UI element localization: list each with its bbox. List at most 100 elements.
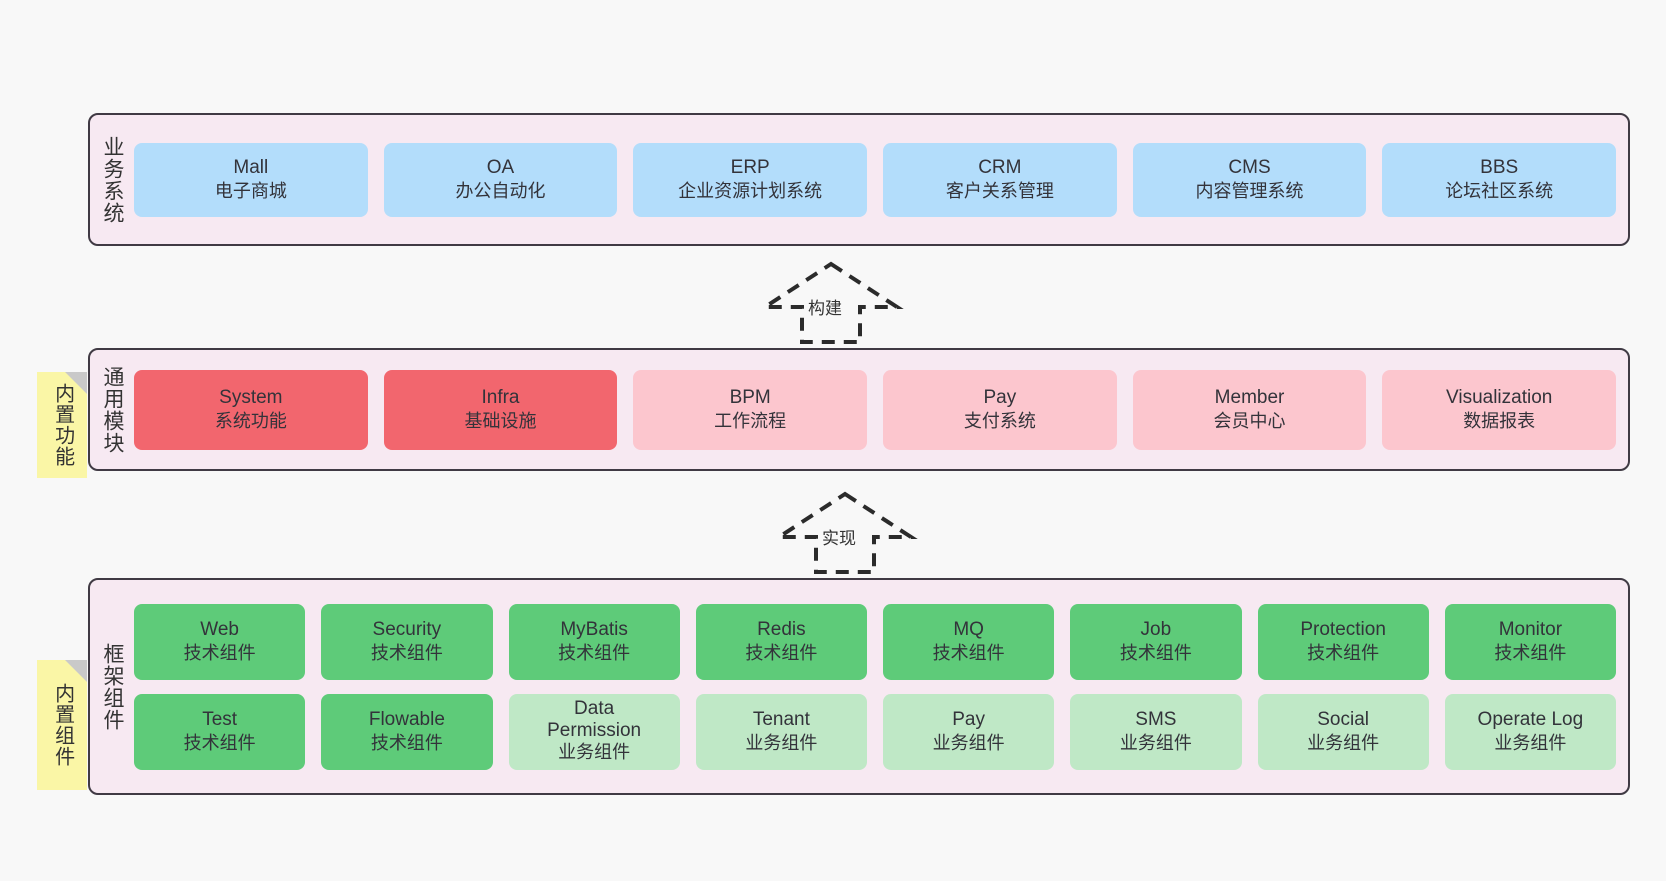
- card-title: Operate Log: [1477, 709, 1584, 731]
- connector-implement-label: 实现: [822, 529, 856, 548]
- connector-build-label: 构建: [808, 299, 842, 318]
- card-title: Monitor: [1498, 619, 1563, 641]
- card-title: ERP: [730, 157, 770, 179]
- card-title: CMS: [1228, 157, 1271, 179]
- note-fold-corner-icon: [65, 372, 87, 394]
- card-title: Web: [200, 619, 239, 641]
- card-erp[interactable]: ERP 企业资源计划系统: [633, 142, 868, 217]
- card-security[interactable]: Security 技术组件: [321, 603, 493, 680]
- card-row: Web 技术组件 Security 技术组件 MyBatis 技术组件 Redi…: [134, 603, 1616, 680]
- card-social[interactable]: Social 业务组件: [1257, 693, 1429, 770]
- card-protection[interactable]: Protection 技术组件: [1257, 603, 1429, 680]
- card-title: Flowable: [368, 709, 445, 731]
- card-subtitle: 技术组件: [1494, 643, 1567, 664]
- card-job[interactable]: Job 技术组件: [1070, 603, 1242, 680]
- layer-body-framework-component: Web 技术组件 Security 技术组件 MyBatis 技术组件 Redi…: [134, 580, 1628, 793]
- layer-business-system[interactable]: 业务系统 Mall 电子商城 OA 办公自动化 ERP 企业资源计划系统 CRM…: [88, 113, 1630, 246]
- layer-title-business-system: 业务系统: [100, 135, 124, 224]
- card-title: Test: [202, 709, 238, 731]
- card-subtitle: 业务组件: [745, 733, 818, 754]
- card-tenant[interactable]: Tenant 业务组件: [695, 693, 867, 770]
- card-subtitle: 客户关系管理: [945, 181, 1054, 202]
- layer-title-framework-component: 框架组件: [100, 642, 124, 731]
- card-title: Infra: [481, 387, 520, 409]
- card-mybatis[interactable]: MyBatis 技术组件: [508, 603, 680, 680]
- card-bbs[interactable]: BBS 论坛社区系统: [1382, 142, 1617, 217]
- card-infra[interactable]: Infra 基础设施: [383, 369, 618, 450]
- card-subtitle: 支付系统: [963, 411, 1036, 432]
- card-subtitle: 技术组件: [1119, 643, 1192, 664]
- card-title: MyBatis: [560, 619, 628, 641]
- card-system[interactable]: System 系统功能: [134, 369, 368, 450]
- card-subtitle: 办公自动化: [455, 181, 546, 202]
- card-subtitle: 技术组件: [932, 643, 1005, 664]
- card-title: Security: [372, 619, 442, 641]
- card-title: BBS: [1480, 157, 1519, 179]
- card-subtitle: 技术组件: [558, 643, 631, 664]
- card-row: Test 技术组件 Flowable 技术组件 Data Permission …: [134, 693, 1616, 770]
- card-sms[interactable]: SMS 业务组件: [1070, 693, 1242, 770]
- card-title: MQ: [953, 619, 984, 641]
- card-title: Redis: [757, 619, 806, 641]
- card-subtitle: 论坛社区系统: [1445, 181, 1554, 202]
- layer-body-business-system: Mall 电子商城 OA 办公自动化 ERP 企业资源计划系统 CRM 客户关系…: [134, 115, 1628, 244]
- card-title: CRM: [978, 157, 1022, 179]
- card-member[interactable]: Member 会员中心: [1132, 369, 1367, 450]
- card-subtitle: 技术组件: [183, 733, 256, 754]
- note-fold-corner-icon: [65, 660, 87, 682]
- card-subtitle: 基础设施: [464, 411, 537, 432]
- card-title: Visualization: [1446, 387, 1553, 409]
- card-subtitle: 技术组件: [370, 643, 443, 664]
- card-mall[interactable]: Mall 电子商城: [134, 142, 368, 217]
- card-row: Mall 电子商城 OA 办公自动化 ERP 企业资源计划系统 CRM 客户关系…: [134, 142, 1617, 217]
- connector-build: 构建: [756, 258, 906, 344]
- connector-implement: 实现: [770, 488, 920, 574]
- sticky-note-builtin-component: 内置组件: [37, 660, 87, 790]
- card-subtitle: 业务组件: [1119, 733, 1192, 754]
- card-subtitle: 企业资源计划系统: [678, 181, 823, 202]
- card-subtitle: 电子商城: [214, 181, 287, 202]
- layer-common-module[interactable]: 通用模块 System 系统功能 Infra 基础设施 BPM 工作流程 Pay…: [88, 348, 1630, 471]
- card-monitor[interactable]: Monitor 技术组件: [1444, 603, 1616, 680]
- card-pay-component[interactable]: Pay 业务组件: [883, 693, 1055, 770]
- card-cms[interactable]: CMS 内容管理系统: [1132, 142, 1367, 217]
- card-title: Data Permission: [547, 698, 642, 741]
- card-subtitle: 技术组件: [183, 643, 256, 664]
- card-subtitle: 技术组件: [370, 733, 443, 754]
- sticky-note-label: 内置功能: [51, 383, 74, 467]
- card-oa[interactable]: OA 办公自动化: [383, 142, 618, 217]
- card-subtitle: 内容管理系统: [1195, 181, 1304, 202]
- card-title: System: [219, 387, 283, 409]
- card-subtitle: 技术组件: [745, 643, 818, 664]
- sticky-note-label: 内置组件: [51, 683, 74, 767]
- card-title: Social: [1317, 709, 1369, 731]
- card-title: Protection: [1300, 619, 1386, 641]
- card-subtitle: 业务组件: [558, 741, 631, 762]
- card-title: Job: [1140, 619, 1172, 641]
- card-redis[interactable]: Redis 技术组件: [695, 603, 867, 680]
- card-flowable[interactable]: Flowable 技术组件: [321, 693, 493, 770]
- card-subtitle: 业务组件: [1307, 733, 1380, 754]
- card-subtitle: 技术组件: [1307, 643, 1380, 664]
- card-visualization[interactable]: Visualization 数据报表: [1382, 369, 1617, 450]
- card-title: Mall: [233, 157, 269, 179]
- card-title: Pay: [983, 387, 1017, 409]
- card-subtitle: 业务组件: [1494, 733, 1567, 754]
- card-title: Tenant: [752, 709, 810, 731]
- card-web[interactable]: Web 技术组件: [134, 603, 306, 680]
- card-crm[interactable]: CRM 客户关系管理: [883, 142, 1117, 217]
- card-subtitle: 会员中心: [1213, 411, 1286, 432]
- card-mq[interactable]: MQ 技术组件: [883, 603, 1055, 680]
- card-test[interactable]: Test 技术组件: [134, 693, 306, 770]
- card-subtitle: 系统功能: [214, 411, 287, 432]
- card-subtitle: 业务组件: [932, 733, 1005, 754]
- card-operate-log[interactable]: Operate Log 业务组件: [1444, 693, 1616, 770]
- card-bpm[interactable]: BPM 工作流程: [633, 369, 868, 450]
- card-data-permission[interactable]: Data Permission 业务组件: [508, 693, 680, 770]
- layer-framework-component[interactable]: 框架组件 Web 技术组件 Security 技术组件 MyBatis 技术组件…: [88, 578, 1630, 795]
- layer-body-common-module: System 系统功能 Infra 基础设施 BPM 工作流程 Pay 支付系统…: [134, 350, 1628, 469]
- card-row: System 系统功能 Infra 基础设施 BPM 工作流程 Pay 支付系统…: [134, 369, 1617, 450]
- card-pay[interactable]: Pay 支付系统: [883, 369, 1117, 450]
- card-subtitle: 工作流程: [714, 411, 787, 432]
